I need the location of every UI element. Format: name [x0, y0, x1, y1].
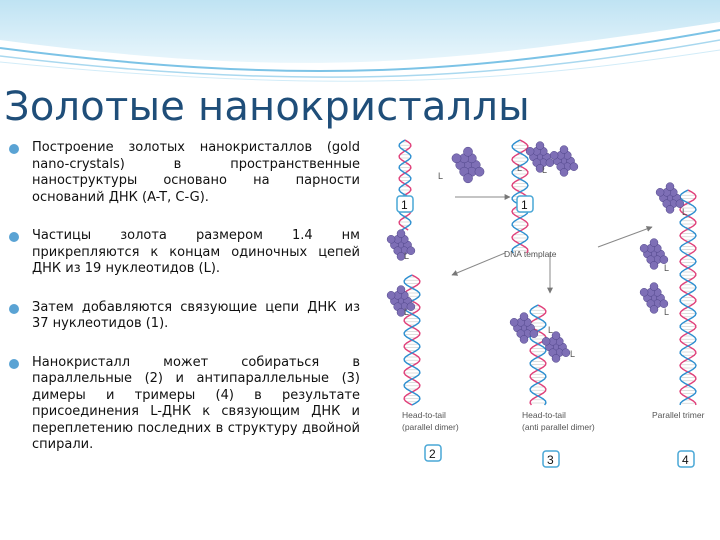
caption-head-to-tail: Head-to-tail: [522, 410, 566, 420]
caption-parallel-dimer: (parallel dimer): [402, 422, 459, 432]
gold-nanoparticle-icon: [509, 312, 539, 344]
template-label: DNA template: [504, 249, 557, 259]
gold-nanoparticle-icon: [639, 282, 669, 314]
gold-nanoparticle-icon: [549, 145, 579, 177]
slide-title: Золотые нанокристаллы: [4, 84, 530, 130]
helix-layer: [398, 139, 697, 406]
gold-nanoparticle-icon: [525, 141, 555, 173]
gold-nanoparticle-icon: [541, 331, 571, 363]
strand-label: L: [664, 307, 669, 317]
bullet-item: Нанокристалл может собираться в параллел…: [6, 355, 360, 454]
bullet-text: Затем добавляются связующие цепи ДНК из …: [32, 299, 360, 332]
gold-nanoparticle-icon: [451, 146, 485, 184]
header-wave-decoration: [0, 0, 720, 82]
gold-nanoparticle-icon: [386, 285, 416, 317]
strand-label: L: [682, 207, 687, 217]
strand-label: L: [542, 165, 547, 175]
gold-nanoparticle-icon: [386, 229, 416, 261]
gold-nanoparticle-icon: [639, 238, 669, 270]
strand-label: L: [664, 263, 669, 273]
strand-label: L: [404, 307, 409, 317]
arrow-to-dimer: [451, 252, 506, 276]
bullet-text: Нанокристалл может собираться в параллел…: [32, 354, 360, 453]
badge-2-label: 2: [429, 447, 436, 461]
single-strand-helix: [398, 139, 412, 231]
badge-1-right: [516, 195, 534, 213]
badge-1-right-label: 1: [521, 198, 528, 212]
gold-particle-layer: [386, 141, 685, 363]
badge-3-label: 3: [547, 453, 554, 467]
gold-nanoparticle-icon: [655, 182, 685, 214]
badge-1-left: [396, 195, 414, 213]
bullet-list: Построение золотых нанокристаллов (gold …: [6, 140, 360, 476]
strand-label: L: [548, 325, 553, 335]
badge-3: [542, 450, 560, 468]
bullet-item: Затем добавляются связующие цепи ДНК из …: [6, 300, 360, 333]
bullet-item: Частицы золота размером 1.4 нм прикрепля…: [6, 228, 360, 278]
bullet-text: Построение золотых нанокристаллов (gold …: [32, 140, 360, 205]
parallel-trimer-helix: [679, 189, 697, 406]
strand-label: L: [404, 251, 409, 261]
caption-parallel-trimer: Parallel trimer: [652, 410, 705, 420]
strand-label: L: [438, 171, 443, 181]
strand-label: L: [517, 163, 522, 173]
caption-head-to-tail: Head-to-tail: [402, 410, 446, 420]
badge-2: [424, 444, 442, 462]
badge-1-left-label: 1: [401, 198, 408, 212]
strand-label: L: [570, 349, 575, 359]
badge-4: [677, 450, 695, 468]
caption-anti-parallel-dimer: (anti parallel dimer): [522, 422, 595, 432]
badge-4-label: 4: [682, 453, 689, 467]
anti-parallel-dimer-helix: [529, 304, 547, 406]
arrow-to-trimer: [597, 226, 653, 248]
bullet-text: Частицы золота размером 1.4 нм прикрепля…: [32, 228, 360, 276]
bullet-item: Построение золотых нанокристаллов (gold …: [6, 140, 360, 206]
dna-assembly-figure: L L L L L L L L L L DNA template 1 1 Hea…: [386, 139, 705, 468]
